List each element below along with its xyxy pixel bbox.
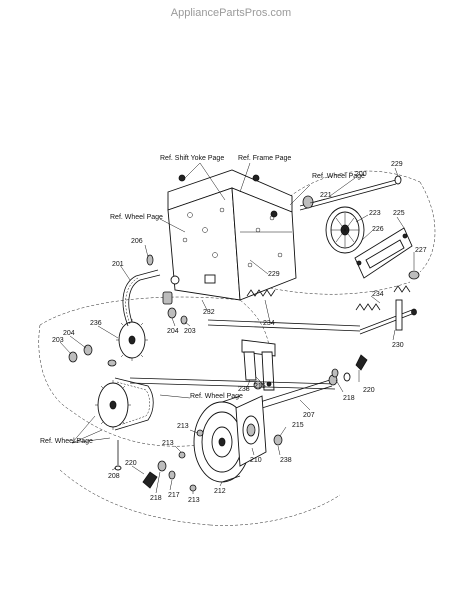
friction-wheel — [325, 206, 365, 254]
part-label: 210 — [250, 457, 262, 464]
part-number-labels: 229 200 221 225 223 226 227 206 229 201 … — [52, 161, 427, 504]
part-label: 203 — [184, 328, 196, 335]
part-label: 215 — [292, 422, 304, 429]
part-label: 226 — [372, 226, 384, 233]
part-label: 213 — [177, 423, 189, 430]
bearing-221 — [302, 195, 314, 209]
sprocket-208 — [95, 380, 131, 430]
ref-frame-page: Ref. Frame Page — [238, 155, 291, 162]
part-label: 206 — [131, 238, 143, 245]
part-label: 212 — [214, 488, 226, 495]
bolt-213-a — [196, 429, 204, 437]
bearing-203-mid — [180, 315, 188, 325]
part-label: 213 — [188, 497, 200, 504]
hub-204-left — [83, 344, 93, 356]
part-label: 234 — [372, 291, 384, 298]
axle-end-cap — [394, 175, 402, 185]
washer-218-right — [331, 368, 339, 378]
washer-217 — [168, 470, 176, 480]
part-label: 220 — [363, 387, 375, 394]
ref-shift-yoke-page: Ref. Shift Yoke Page — [160, 155, 224, 162]
part-label: 200 — [355, 171, 367, 178]
part-label: 223 — [369, 210, 381, 217]
part-label: 201 — [112, 261, 124, 268]
part-label: 221 — [320, 192, 332, 199]
washer-215 — [253, 380, 263, 390]
washer-left — [107, 359, 117, 367]
part-label: 229 — [391, 161, 403, 168]
ref-wheel-page-right: Ref. Wheel Page — [312, 173, 365, 180]
bracket-220-right — [355, 354, 368, 371]
part-label: 220 — [125, 460, 137, 467]
part-label: 238 — [238, 386, 250, 393]
ref-wheel-page-bottom: Ref. Wheel Page — [40, 438, 93, 445]
spring-234-upper — [246, 289, 276, 297]
sprocket-236 — [116, 319, 148, 361]
part-label: 204 — [167, 328, 179, 335]
watermark: AppliancePartsPros.com — [171, 7, 291, 19]
bolt-206 — [146, 254, 154, 266]
frame-assembly — [162, 169, 297, 305]
ghost-outline — [38, 170, 436, 526]
part-label: 204 — [63, 330, 75, 337]
part-label: 217 — [168, 492, 180, 499]
washer-218-bottom — [157, 460, 167, 472]
part-label: 207 — [303, 412, 315, 419]
part-label: 238 — [280, 457, 292, 464]
spring-234-right — [355, 285, 411, 311]
bracket-220-bottom — [142, 471, 158, 489]
leader-lines — [59, 162, 415, 494]
part-label: 230 — [392, 342, 404, 349]
hub-204-mid — [167, 307, 177, 319]
part-label: 236 — [90, 320, 102, 327]
part-label: 229 — [268, 271, 280, 278]
bolt-213-b — [178, 451, 186, 459]
part-label: 215 — [254, 383, 266, 390]
part-label: 232 — [203, 309, 215, 316]
ref-wheel-page-mid: Ref. Wheel Page — [190, 393, 243, 400]
part-label: 213 — [162, 440, 174, 447]
part-label: 225 — [393, 210, 405, 217]
chain-201 — [122, 269, 161, 327]
ref-wheel-page-left: Ref. Wheel Page — [110, 214, 163, 221]
shift-lever — [359, 299, 417, 335]
part-label: 203 — [52, 337, 64, 344]
hex-shaft — [129, 372, 351, 409]
part-label: 208 — [108, 473, 120, 480]
hub-plate-210 — [235, 395, 267, 467]
chain-lower — [114, 377, 154, 431]
part-label: 234 — [263, 320, 275, 327]
washer-238 — [273, 434, 283, 446]
drive-pulley — [193, 395, 251, 483]
nut-227 — [408, 270, 420, 280]
bearing-203-left — [68, 351, 78, 363]
part-label: 227 — [415, 247, 427, 254]
axle-shaft — [299, 179, 397, 207]
drive-plate — [354, 227, 413, 279]
bolt-213-c — [189, 484, 197, 492]
shift-yoke — [241, 339, 276, 391]
part-label: 218 — [343, 395, 355, 402]
shaft-232 — [207, 319, 361, 327]
part-label: 218 — [150, 495, 162, 502]
